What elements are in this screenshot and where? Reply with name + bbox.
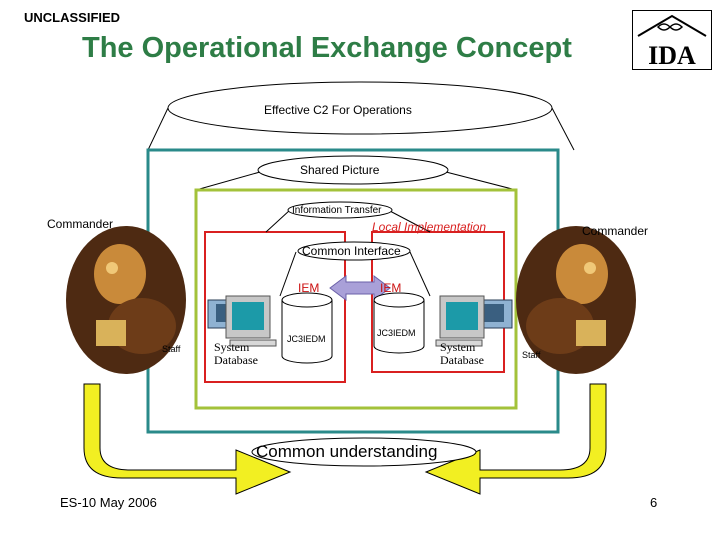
effective-c2-cylinder [147,107,575,151]
database-cylinder-icon [373,292,425,354]
common-interface-ellipse [297,241,411,261]
information-transfer-ellipse [287,201,393,219]
system-database-right-label: System Database [440,340,484,367]
double-arrow-icon [329,275,391,301]
commander-right-label: Commander [582,224,649,238]
ida-logo-icon: IDA [632,10,712,70]
system-database-left-label: System Database [214,340,258,367]
effective-c2-ellipse [167,81,553,135]
database-cylinder-icon [281,292,333,364]
shared-picture-label: Shared Picture [300,163,380,177]
iem-left-label: IEM [298,281,320,295]
page-number: 6 [650,495,658,510]
common-understanding-ellipse [251,437,477,467]
shared-picture-ellipse [257,155,449,185]
local-implementation-label: Local Implementation [372,220,487,234]
commander-portrait-icon [66,226,186,374]
curved-arrow-icon [424,383,607,495]
commander-left-label: Commander [47,217,114,231]
jc3iedm-right-label: JC3IEDM [377,328,416,338]
olive-frame [194,188,518,410]
iem-right-label: IEM [380,281,402,295]
commander-portrait-icon [516,226,636,374]
page-title: The Operational Exchange Concept [82,32,572,64]
staff-left-label: Staff [162,344,181,354]
staff-right-label: Staff [522,350,541,360]
footer-date: ES-10 May 2006 [60,495,157,510]
computer-workstation-icon [435,295,513,347]
left-local-frame [204,231,346,383]
information-transfer-label: Information Transfer [292,205,382,216]
curved-arrow-icon [83,383,292,495]
classification-banner: UNCLASSIFIED [24,10,121,25]
effective-c2-label: Effective C2 For Operations [264,103,412,117]
svg-text:IDA: IDA [648,41,696,70]
common-interface-label: Common Interface [302,244,401,258]
common-understanding-label: Common understanding [256,442,438,461]
jc3iedm-left-label: JC3IEDM [287,334,326,344]
computer-workstation-icon [207,295,277,347]
